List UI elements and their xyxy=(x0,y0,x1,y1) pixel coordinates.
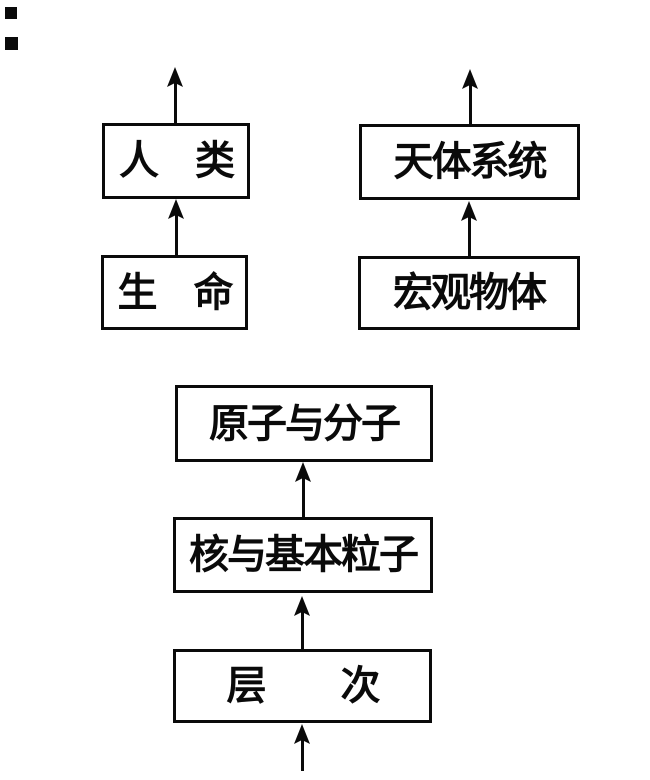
node-hierarchy: 层 次 xyxy=(173,649,432,723)
arrow-shaft xyxy=(301,739,304,771)
node-hierarchy-label: 层 次 xyxy=(226,662,381,709)
arrow-shaft xyxy=(469,84,472,125)
node-human-label: 人 类 xyxy=(119,137,235,184)
arrow-shaft xyxy=(302,477,305,518)
arrow-shaft xyxy=(468,216,471,256)
node-life-label: 生 命 xyxy=(117,268,234,316)
arrow-shaft xyxy=(175,214,178,255)
node-macro-objects: 宏观物体 xyxy=(358,256,580,330)
arrow-shaft xyxy=(301,611,304,649)
arrow-shaft xyxy=(174,82,177,123)
node-life: 生 命 xyxy=(101,255,248,330)
scan-artifact-square-1 xyxy=(5,7,17,19)
scan-artifact-square-2 xyxy=(5,37,18,50)
node-macro-objects-label: 宏观物体 xyxy=(393,269,547,316)
node-nucleus-particles-label: 核与基本粒子 xyxy=(189,531,419,578)
node-atoms-molecules: 原子与分子 xyxy=(175,385,433,462)
node-human: 人 类 xyxy=(102,123,250,199)
node-celestial-system: 天体系统 xyxy=(359,124,580,200)
node-atoms-molecules-label: 原子与分子 xyxy=(209,399,401,447)
node-celestial-system-label: 天体系统 xyxy=(393,138,548,185)
node-nucleus-particles: 核与基本粒子 xyxy=(173,517,433,593)
